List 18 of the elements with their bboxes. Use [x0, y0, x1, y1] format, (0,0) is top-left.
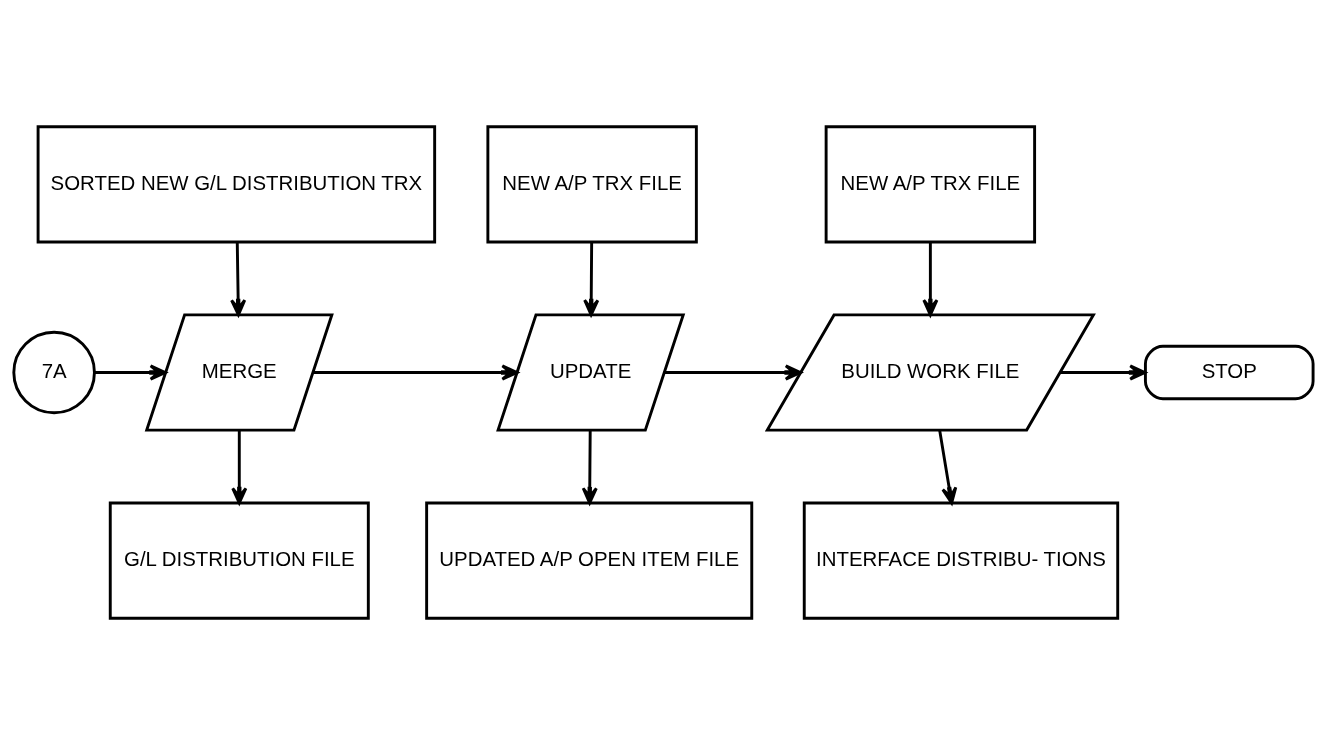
- node-box: NEW A/P TRX FILE: [486, 124, 698, 243]
- arrow: [938, 429, 958, 504]
- node-circle: 7A: [12, 330, 96, 414]
- arrow: [1060, 364, 1147, 380]
- node-box: NEW A/P TRX FILE: [824, 124, 1037, 243]
- node-box: G/L DISTRIBUTION FILE: [108, 501, 370, 620]
- arrow: [231, 430, 248, 504]
- arrow: [583, 241, 600, 316]
- arrow: [313, 364, 519, 380]
- arrow: [94, 364, 167, 380]
- node-box: STOP: [1143, 344, 1315, 400]
- arrow: [664, 364, 802, 380]
- arrow: [230, 241, 247, 316]
- arrow: [922, 241, 939, 316]
- node-box: SORTED NEW G/L DISTRIBUTION TRX: [36, 124, 437, 243]
- node-box: UPDATED A/P OPEN ITEM FILE: [425, 501, 754, 620]
- arrow: [581, 430, 598, 504]
- node-box: INTERFACE DISTRIBU- TIONS: [802, 501, 1120, 620]
